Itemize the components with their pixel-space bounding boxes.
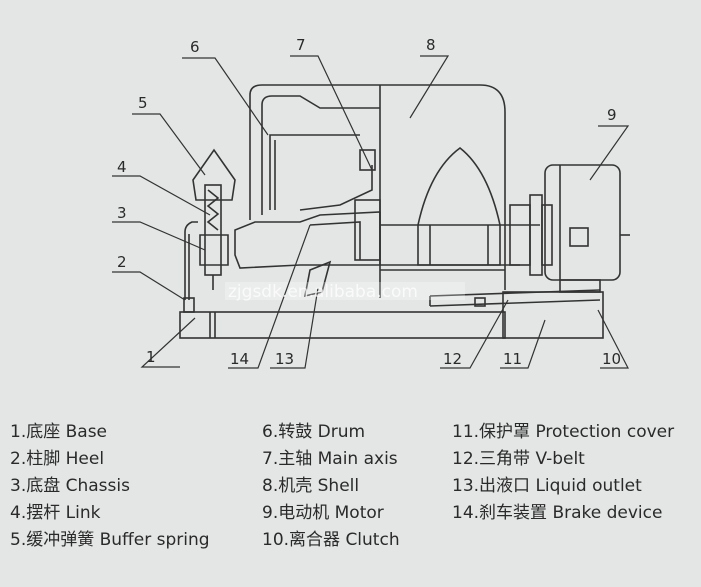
buffer-spring-housing bbox=[192, 148, 236, 201]
legend-item-motor: 9.电动机 Motor bbox=[262, 503, 384, 523]
legend-column-1: 1.底座 Base 2.柱脚 Heel 3.底盘 Chassis 4.摆杆 Li… bbox=[10, 419, 210, 554]
legend-item-heel: 2.柱脚 Heel bbox=[10, 449, 105, 469]
callout-5: 5 bbox=[138, 94, 148, 112]
liquid-outlet bbox=[303, 260, 332, 298]
watermark: zjgsdk.en.alibaba.com bbox=[228, 282, 418, 302]
legend-item-buffer-spring: 5.缓冲弹簧 Buffer spring bbox=[10, 530, 210, 550]
legend-item-chassis: 3.底盘 Chassis bbox=[10, 476, 130, 496]
legend-column-3: 11.保护罩 Protection cover 12.三角带 V-belt 13… bbox=[452, 419, 674, 527]
chassis bbox=[234, 211, 381, 269]
legend-item-shell: 8.机壳 Shell bbox=[262, 476, 360, 496]
base bbox=[179, 311, 506, 339]
callout-3: 3 bbox=[117, 204, 127, 222]
callout-7: 7 bbox=[296, 36, 306, 54]
protection-cover bbox=[502, 291, 604, 339]
callout-8: 8 bbox=[426, 36, 436, 54]
legend-item-brake-device: 14.刹车装置 Brake device bbox=[452, 503, 663, 523]
legend-item-clutch: 10.离合器 Clutch bbox=[262, 530, 400, 550]
clutch bbox=[509, 204, 531, 266]
heel bbox=[184, 221, 198, 300]
legend-item-main-axis: 7.主轴 Main axis bbox=[262, 449, 398, 469]
callout-13: 13 bbox=[275, 350, 294, 368]
legend-column-2: 6.转鼓 Drum 7.主轴 Main axis 8.机壳 Shell 9.电动… bbox=[262, 419, 400, 554]
callout-14: 14 bbox=[230, 350, 249, 368]
callout-12: 12 bbox=[443, 350, 462, 368]
centrifuge-diagram: 1 2 3 4 5 6 7 8 9 10 11 12 13 14 zjgsdk.… bbox=[112, 36, 630, 369]
motor bbox=[544, 164, 621, 281]
legend-item-protection-cover: 11.保护罩 Protection cover bbox=[452, 422, 675, 442]
main-axis-cone bbox=[417, 146, 501, 266]
legend-item-drum: 6.转鼓 Drum bbox=[262, 422, 366, 442]
shell-right bbox=[380, 84, 506, 290]
callout-9: 9 bbox=[607, 106, 617, 124]
legend-item-base: 1.底座 Base bbox=[10, 422, 108, 442]
shell-left bbox=[249, 84, 380, 220]
callout-4: 4 bbox=[117, 158, 127, 176]
callout-10: 10 bbox=[602, 350, 621, 368]
drum bbox=[269, 134, 360, 210]
v-belt bbox=[429, 289, 601, 307]
legend-item-link: 4.摆杆 Link bbox=[10, 503, 101, 523]
legend-item-v-belt: 12.三角带 V-belt bbox=[452, 449, 585, 469]
legend-item-liquid-outlet: 13.出液口 Liquid outlet bbox=[452, 476, 642, 496]
callout-11: 11 bbox=[503, 350, 522, 368]
callout-6: 6 bbox=[190, 38, 200, 56]
callout-2: 2 bbox=[117, 253, 127, 271]
callout-1: 1 bbox=[146, 348, 156, 366]
